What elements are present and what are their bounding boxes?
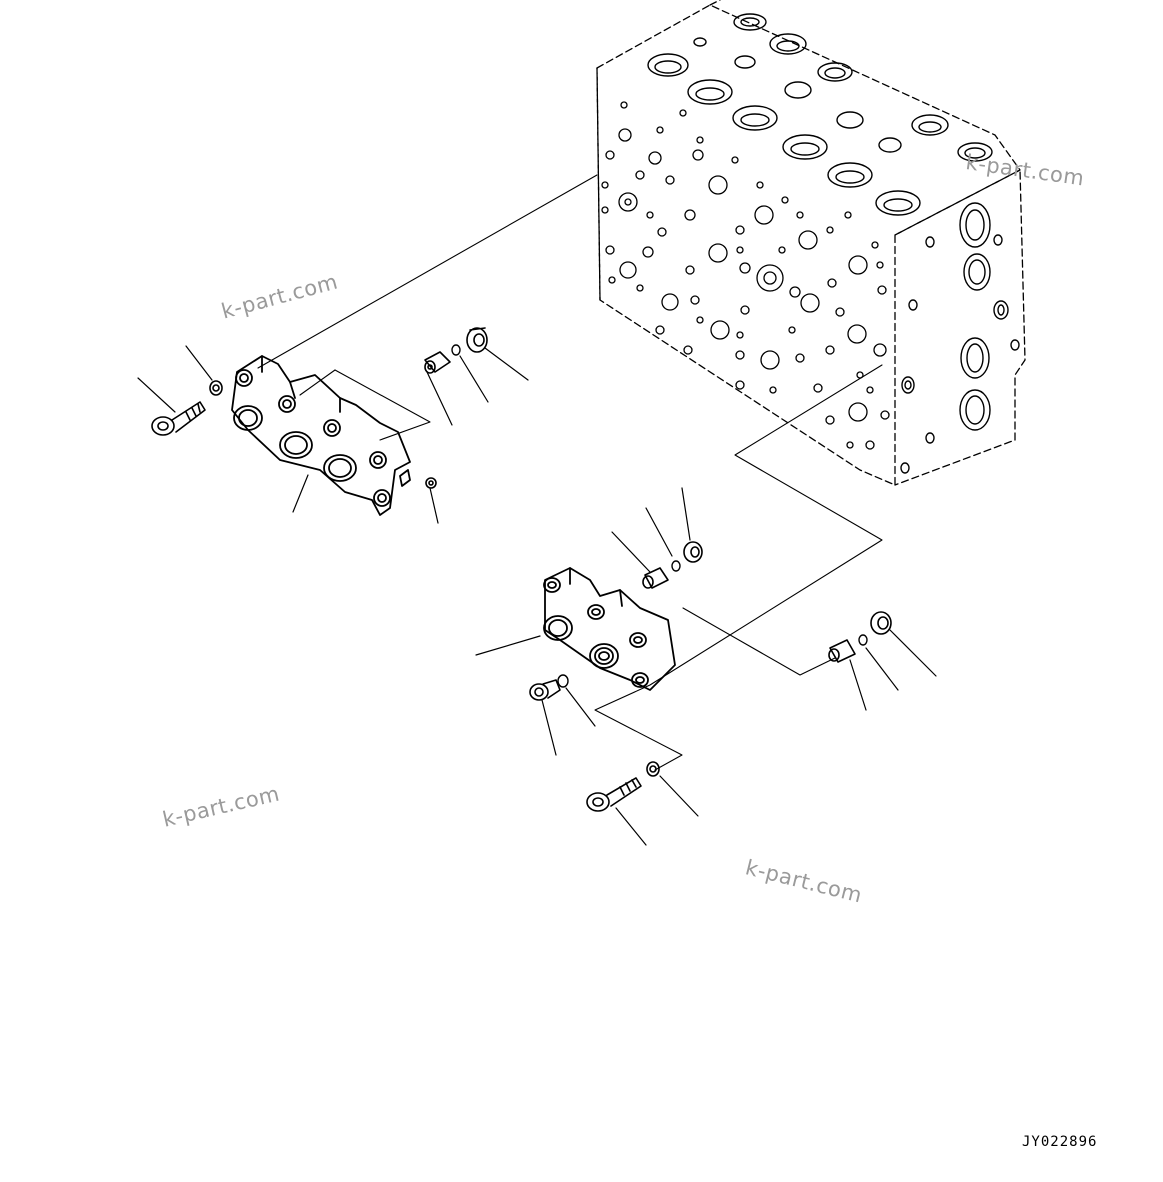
upper-cap [466, 327, 488, 353]
block-top-ports [647, 13, 993, 216]
lower-o-ring-top [671, 560, 681, 572]
right-o-ring [858, 634, 868, 646]
right-sleeve [828, 639, 856, 663]
block-side-ports [900, 202, 1020, 474]
alignment-lines [257, 174, 883, 771]
lower-washer [646, 761, 660, 777]
upper-valve-body [231, 355, 411, 516]
upper-o-ring [451, 344, 461, 356]
upper-washer [209, 380, 223, 396]
right-cap [870, 611, 892, 635]
upper-bolt [151, 401, 206, 436]
lower-o-ring [557, 674, 569, 688]
upper-sleeve [424, 351, 451, 374]
lower-plug [529, 679, 561, 701]
upper-small-plug [425, 477, 437, 489]
callout-leaders [137, 345, 937, 846]
lower-sleeve-top [642, 567, 669, 589]
block-front-holes [601, 101, 890, 450]
lower-valve-body [543, 567, 676, 691]
lower-cap-top [683, 541, 703, 563]
drawing-code: JY022896 [1022, 1134, 1098, 1150]
lower-bolt [586, 777, 642, 812]
